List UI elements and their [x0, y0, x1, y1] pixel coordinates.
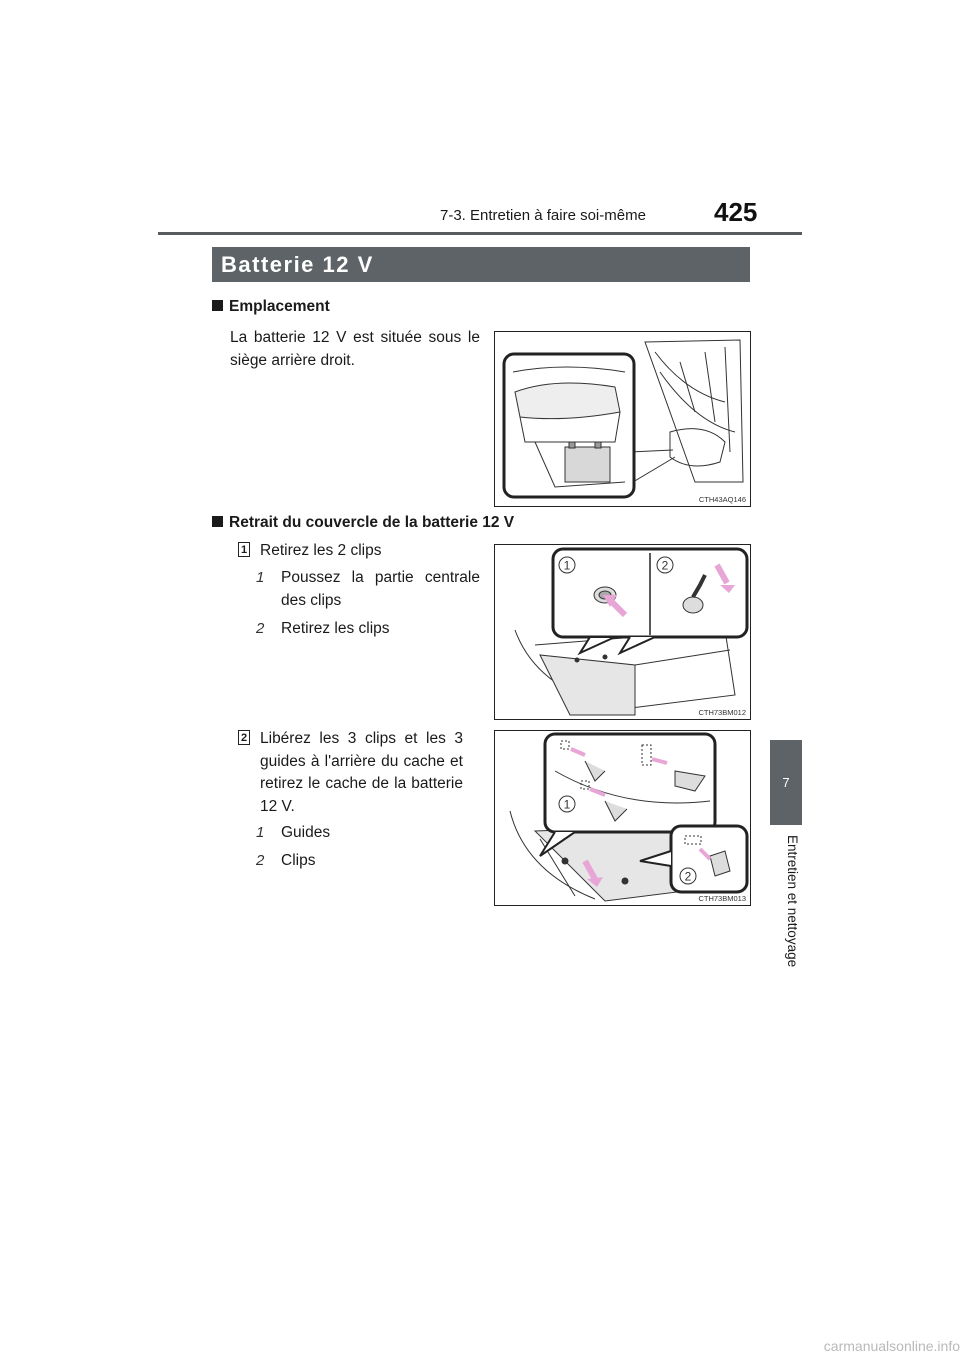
- callout-1-circle: [558, 556, 576, 574]
- remove-arrow-icon: [582, 859, 598, 881]
- pull-arrow-icon: [714, 563, 730, 585]
- location-heading: Emplacement: [212, 298, 330, 316]
- figure-code: CTH43AQ146: [698, 495, 746, 504]
- cover-removal-figure: 1 2 CTH73BM013: [494, 730, 751, 906]
- bullet-square-icon: [212, 300, 223, 311]
- step-1-sub-1-text: Poussez la partie centrale des clips: [281, 569, 480, 609]
- step-1-sub-1-number: 1: [256, 569, 265, 586]
- step-2-sub-1-text: Guides: [281, 824, 331, 841]
- cover-removal-illustration: 1 2: [509, 732, 749, 902]
- step-2-sub-2-text: Clips: [281, 852, 316, 869]
- zoom-callout-frame-1: [543, 732, 717, 834]
- title-bar: Batterie 12 V: [212, 247, 750, 282]
- header-rule: [158, 232, 802, 235]
- page-title: Batterie 12 V: [221, 251, 374, 277]
- page-number: 425: [714, 197, 758, 227]
- step-1-text: Retirez les 2 clips: [260, 542, 382, 559]
- step-1-sub-2-number: 2: [256, 620, 265, 637]
- bullet-square-icon: [212, 516, 223, 527]
- removal-heading: Retrait du couvercle de la batterie 12 V: [212, 514, 514, 532]
- callout-2-circle: [656, 556, 674, 574]
- battery-location-figure: CTH43AQ146: [494, 331, 751, 507]
- step-2-number: 2: [238, 730, 250, 745]
- chapter-label: Entretien et nettoyage: [785, 835, 800, 968]
- figure-code: CTH73BM012: [698, 708, 746, 717]
- section-header: 7-3. Entretien à faire soi-même: [440, 207, 646, 224]
- watermark: carmanualsonline.info: [823, 1338, 960, 1354]
- callout-1-label: 1: [564, 559, 571, 573]
- callout-2-label: 2: [685, 870, 692, 884]
- step-2-text: Libérez les 3 clips et les 3 guides à l'…: [260, 730, 463, 815]
- step-1-number: 1: [238, 542, 250, 557]
- figure-code: CTH73BM013: [698, 894, 746, 903]
- callout-1-circle: [558, 795, 576, 813]
- step-2-sub-1-number: 1: [256, 824, 265, 841]
- step-1-sub-2-text: Retirez les clips: [281, 620, 390, 637]
- callout-2-circle: [679, 867, 697, 885]
- car-interior-illustration: [502, 339, 744, 499]
- clip-removal-illustration: 1 2: [514, 547, 749, 716]
- clip-removal-figure: 1 2 CTH73BM012: [494, 544, 751, 720]
- step-2-sub-2-number: 2: [256, 852, 265, 869]
- chapter-tab: 7: [770, 740, 802, 825]
- location-text: La batterie 12 V est située sous le sièg…: [230, 329, 480, 369]
- callout-1-label: 1: [564, 798, 571, 812]
- callout-2-label: 2: [662, 559, 669, 573]
